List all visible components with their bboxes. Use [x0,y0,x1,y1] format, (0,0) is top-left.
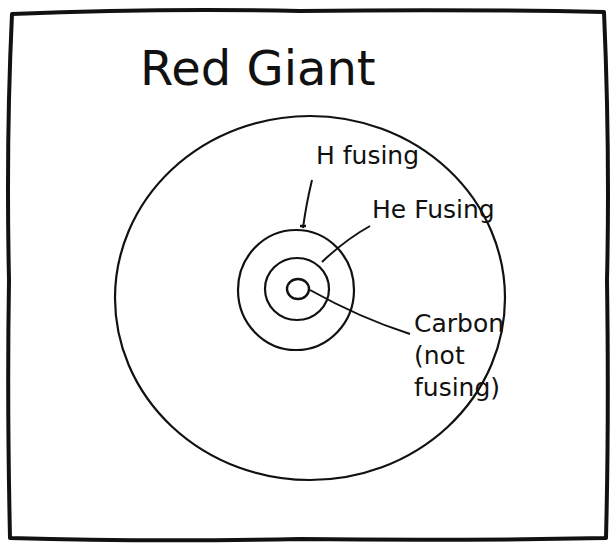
leader-line [322,226,370,262]
annotation-label: Carbon (not fusing) [414,308,544,404]
leader-line [310,290,410,334]
annotation-label: H fusing [316,140,419,172]
leader-line [303,180,312,228]
helium-shell [265,258,329,320]
outer-star-envelope [115,116,505,480]
frame-border [8,10,608,540]
carbon-core [287,279,309,299]
annotation-label: He Fusing [372,194,495,226]
leader-tick [300,225,306,228]
diagram-title: Red Giant [140,40,376,96]
